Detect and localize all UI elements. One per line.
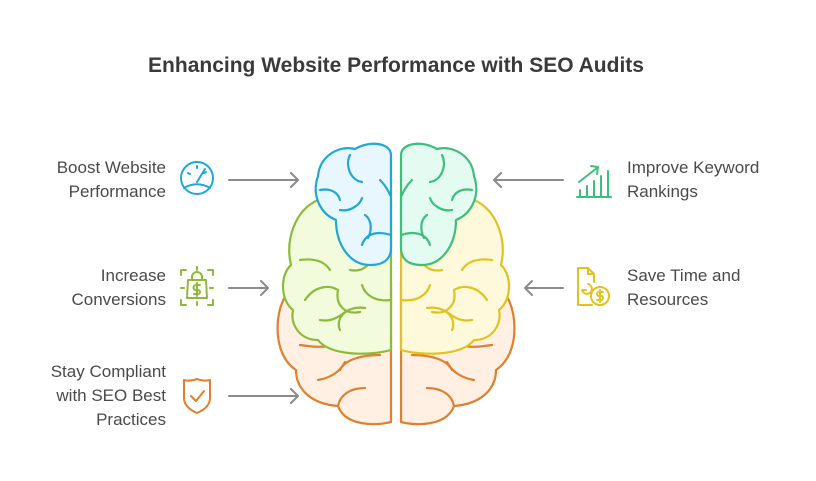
shield-check-icon xyxy=(183,378,211,414)
arrow-right-icon xyxy=(228,280,269,296)
label-line: Increase xyxy=(100,266,166,285)
label-line: Performance xyxy=(68,182,166,201)
label-line: Conversions xyxy=(71,290,167,309)
document-clock-dollar-icon xyxy=(577,267,610,306)
arrow-right-icon xyxy=(228,388,299,404)
arrows xyxy=(228,172,564,404)
label-line: Stay Compliant xyxy=(50,362,166,381)
arrow-right-icon xyxy=(228,172,299,188)
label-line: Boost Website xyxy=(56,158,166,177)
label-line: Resources xyxy=(627,290,709,309)
label-line: Save Time and xyxy=(627,266,741,285)
arrow-left-icon xyxy=(524,280,564,296)
diagram-title: Enhancing Website Performance with SEO A… xyxy=(148,54,644,77)
label-line: Improve Keyword xyxy=(627,158,760,177)
label-line: Practices xyxy=(96,410,166,429)
right-hemisphere xyxy=(399,142,516,426)
shopping-bag-dollar-icon xyxy=(180,266,214,306)
chart-growth-icon xyxy=(576,165,612,198)
arrow-left-icon xyxy=(493,172,564,188)
speedometer-icon xyxy=(180,161,214,195)
label-line: Rankings xyxy=(627,182,698,201)
label-line: with SEO Best xyxy=(56,386,166,405)
